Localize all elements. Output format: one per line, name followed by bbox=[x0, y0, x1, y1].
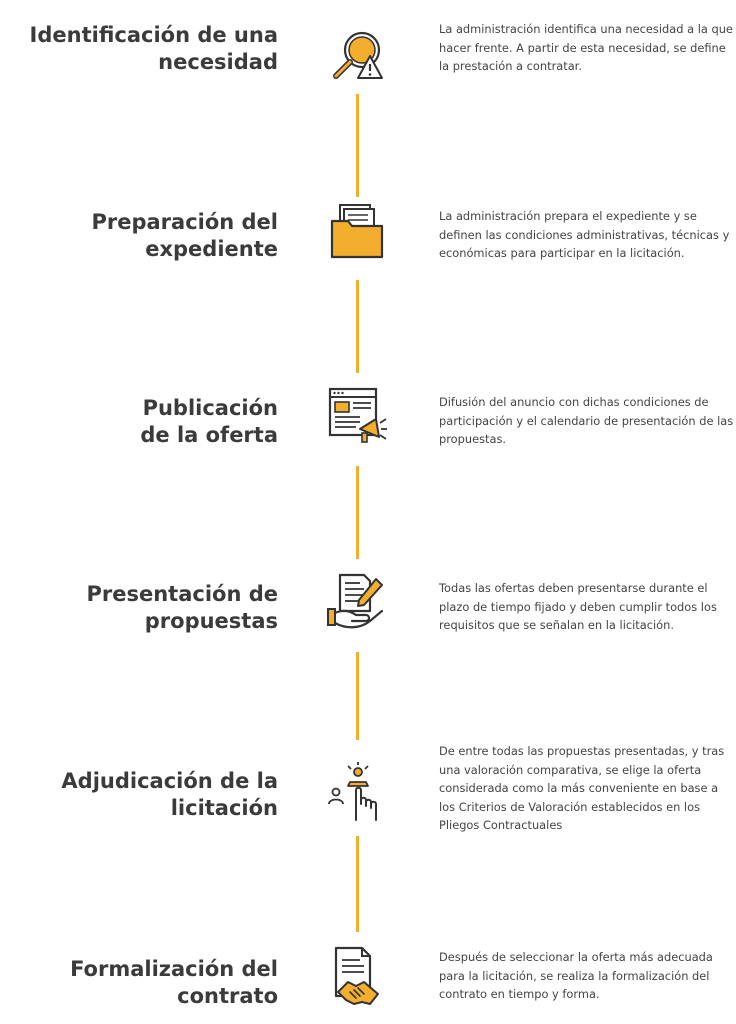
timeline-connector bbox=[356, 94, 359, 197]
timeline-connector bbox=[356, 652, 359, 740]
step-description: De entre todas las propuestas presentada… bbox=[439, 744, 725, 832]
step-title-line: necesidad bbox=[158, 50, 278, 74]
webpage-megaphone-icon bbox=[326, 385, 388, 447]
step-description: Difusión del anuncio con dichas condicio… bbox=[439, 395, 734, 446]
step-title-line: Preparación del bbox=[91, 210, 278, 234]
document-pen-hand-icon bbox=[326, 571, 388, 633]
step-title-line: Publicación bbox=[142, 396, 278, 420]
hand-select-icon bbox=[326, 760, 388, 822]
step-title: Presentación de propuestas bbox=[18, 581, 278, 635]
step-title: Preparación del expediente bbox=[18, 209, 278, 263]
step-title-line: Presentación de bbox=[86, 582, 278, 606]
step-title-line: Formalización del bbox=[70, 957, 278, 981]
step-title: Publicación de la oferta bbox=[18, 395, 278, 449]
step-title-line: de la oferta bbox=[140, 423, 278, 447]
step-title: Identificación de una necesidad bbox=[18, 22, 278, 76]
step-title: Formalización del contrato bbox=[18, 956, 278, 1010]
timeline-connector bbox=[356, 466, 359, 559]
contract-handshake-icon bbox=[326, 946, 388, 1008]
step-title-line: Adjudicación de la bbox=[61, 769, 278, 793]
step-description: La administración prepara el expediente … bbox=[439, 209, 730, 260]
timeline-connector bbox=[356, 280, 359, 373]
search-warning-icon bbox=[326, 24, 388, 86]
timeline-connector bbox=[356, 836, 359, 932]
step-description: Todas las ofertas deben presentarse dura… bbox=[439, 581, 717, 632]
step-description: La administración identifica una necesid… bbox=[439, 22, 733, 73]
folder-icon bbox=[326, 199, 388, 261]
step-title-line: licitación bbox=[170, 796, 278, 820]
step-title-line: Identificación de una bbox=[29, 23, 278, 47]
step-description: Después de seleccionar la oferta más ade… bbox=[439, 950, 713, 1001]
step-title-line: contrato bbox=[177, 984, 278, 1008]
step-title: Adjudicación de la licitación bbox=[18, 768, 278, 822]
step-title-line: propuestas bbox=[144, 609, 278, 633]
step-title-line: expediente bbox=[145, 237, 278, 261]
